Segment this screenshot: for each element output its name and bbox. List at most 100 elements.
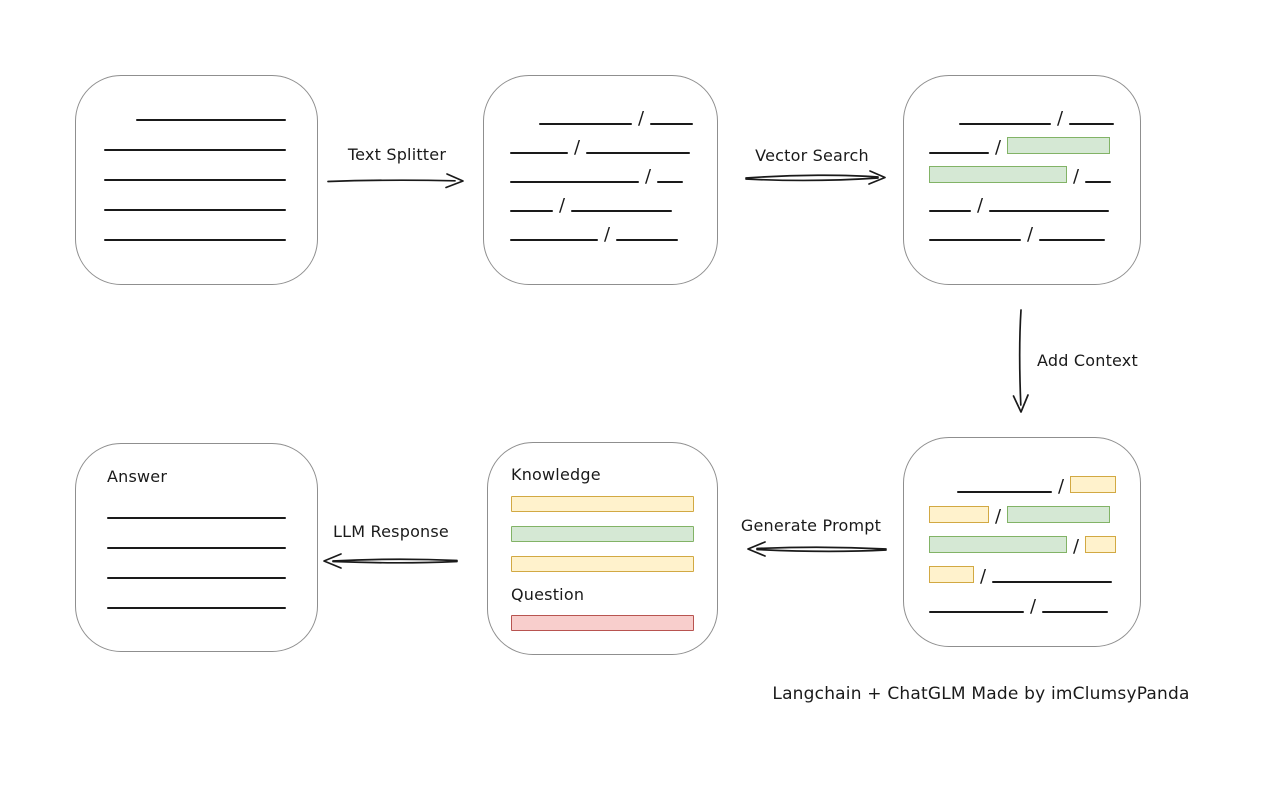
text-row: /: [957, 463, 1140, 497]
yellow-highlight-chunk: [929, 506, 989, 523]
yellow-bar: [511, 556, 694, 572]
question-label: Question: [511, 585, 585, 604]
text-line: [107, 607, 286, 609]
text-line: [107, 517, 286, 519]
text-line: [657, 181, 684, 183]
text-line: [616, 239, 679, 241]
answer-box: Answer: [75, 443, 318, 652]
text-row: /: [510, 125, 717, 158]
text-line: [107, 547, 286, 549]
slash-separator: /: [559, 195, 566, 216]
question-bars: [511, 615, 717, 631]
text-line: [104, 209, 286, 211]
slash-separator: /: [980, 566, 987, 587]
text-line: [510, 239, 598, 241]
text-line: [1039, 239, 1106, 241]
yellow-highlight-chunk: [1070, 476, 1117, 493]
text-line: [136, 119, 286, 121]
text-line: [989, 210, 1110, 212]
slash-separator: /: [1027, 224, 1034, 245]
text-line: [929, 239, 1021, 241]
slash-separator: /: [1058, 476, 1065, 497]
slash-separator: /: [977, 195, 984, 216]
slash-separator: /: [995, 506, 1002, 527]
context-text-lines: / / / / /: [904, 438, 1140, 617]
text-line: [510, 210, 553, 212]
text-line: [571, 210, 673, 212]
source-document-box: [75, 75, 318, 285]
text-line: [1069, 123, 1115, 125]
text-line: [959, 123, 1051, 125]
text-line: [957, 491, 1052, 493]
text-row: [107, 549, 317, 579]
text-line: [107, 577, 286, 579]
text-row: /: [929, 212, 1140, 245]
slash-separator: /: [1030, 596, 1037, 617]
generate-prompt-arrow-icon: [747, 541, 887, 557]
vector-search-label: Vector Search: [755, 146, 869, 165]
text-row: /: [510, 212, 717, 245]
text-row: /: [929, 183, 1140, 216]
slash-separator: /: [574, 137, 581, 158]
text-row: /: [929, 523, 1140, 557]
knowledge-label: Knowledge: [511, 465, 601, 484]
text-row: [107, 579, 317, 609]
text-row: /: [929, 154, 1140, 187]
text-line: [539, 123, 632, 125]
text-line: [650, 123, 694, 125]
slash-separator: /: [604, 224, 611, 245]
text-row: [104, 181, 317, 211]
text-row: /: [510, 154, 717, 187]
yellow-highlight-chunk: [929, 566, 974, 583]
text-line: [104, 239, 286, 241]
green-highlight-chunk: [929, 166, 1067, 183]
add-context-label: Add Context: [1037, 351, 1138, 370]
text-row: /: [929, 125, 1140, 157]
text-row: /: [539, 96, 717, 128]
text-row: /: [510, 183, 717, 216]
text-line: [104, 179, 286, 181]
slash-separator: /: [1073, 166, 1080, 187]
text-row: /: [959, 96, 1140, 129]
llm-response-label: LLM Response: [333, 522, 449, 541]
llm-response-arrow-icon: [323, 553, 458, 569]
green-highlight-chunk: [1007, 506, 1111, 523]
yellow-bar: [511, 496, 694, 512]
text-row: [104, 211, 317, 241]
text-row: [104, 151, 317, 181]
slash-separator: /: [645, 166, 652, 187]
text-splitter-arrow-icon: [327, 173, 464, 189]
document-text-lines: [76, 76, 317, 241]
answer-label: Answer: [107, 467, 168, 486]
text-line: [1085, 181, 1112, 183]
red-bar: [511, 615, 694, 631]
text-row: [107, 519, 317, 549]
context-chunks-box: / / / / /: [903, 437, 1141, 647]
matched-text-lines: /////: [904, 76, 1140, 245]
vector-matched-chunks-box: /////: [903, 75, 1141, 285]
text-line: [929, 611, 1024, 613]
text-row: [136, 91, 317, 121]
split-text-lines: / / / / /: [484, 76, 717, 245]
text-row: /: [929, 583, 1140, 617]
slash-separator: /: [1073, 536, 1080, 557]
split-chunks-box: / / / / /: [483, 75, 718, 285]
diagram-caption: Langchain + ChatGLM Made by imClumsyPand…: [772, 684, 1190, 704]
text-line: [104, 149, 286, 151]
text-row: [107, 489, 317, 519]
answer-text-lines: [107, 489, 317, 609]
green-bar: [511, 526, 694, 542]
text-splitter-label: Text Splitter: [347, 145, 447, 164]
prompt-box: Knowledge Question: [487, 442, 718, 655]
text-line: [510, 152, 568, 154]
yellow-highlight-chunk: [1085, 536, 1117, 553]
text-line: [929, 152, 989, 154]
text-line: [929, 210, 971, 212]
slash-separator: /: [1057, 108, 1064, 129]
text-line: [510, 181, 639, 183]
vector-search-arrow-icon: [745, 170, 886, 185]
text-line: [1042, 611, 1109, 613]
generate-prompt-label: Generate Prompt: [740, 516, 882, 535]
text-line: [992, 581, 1113, 583]
